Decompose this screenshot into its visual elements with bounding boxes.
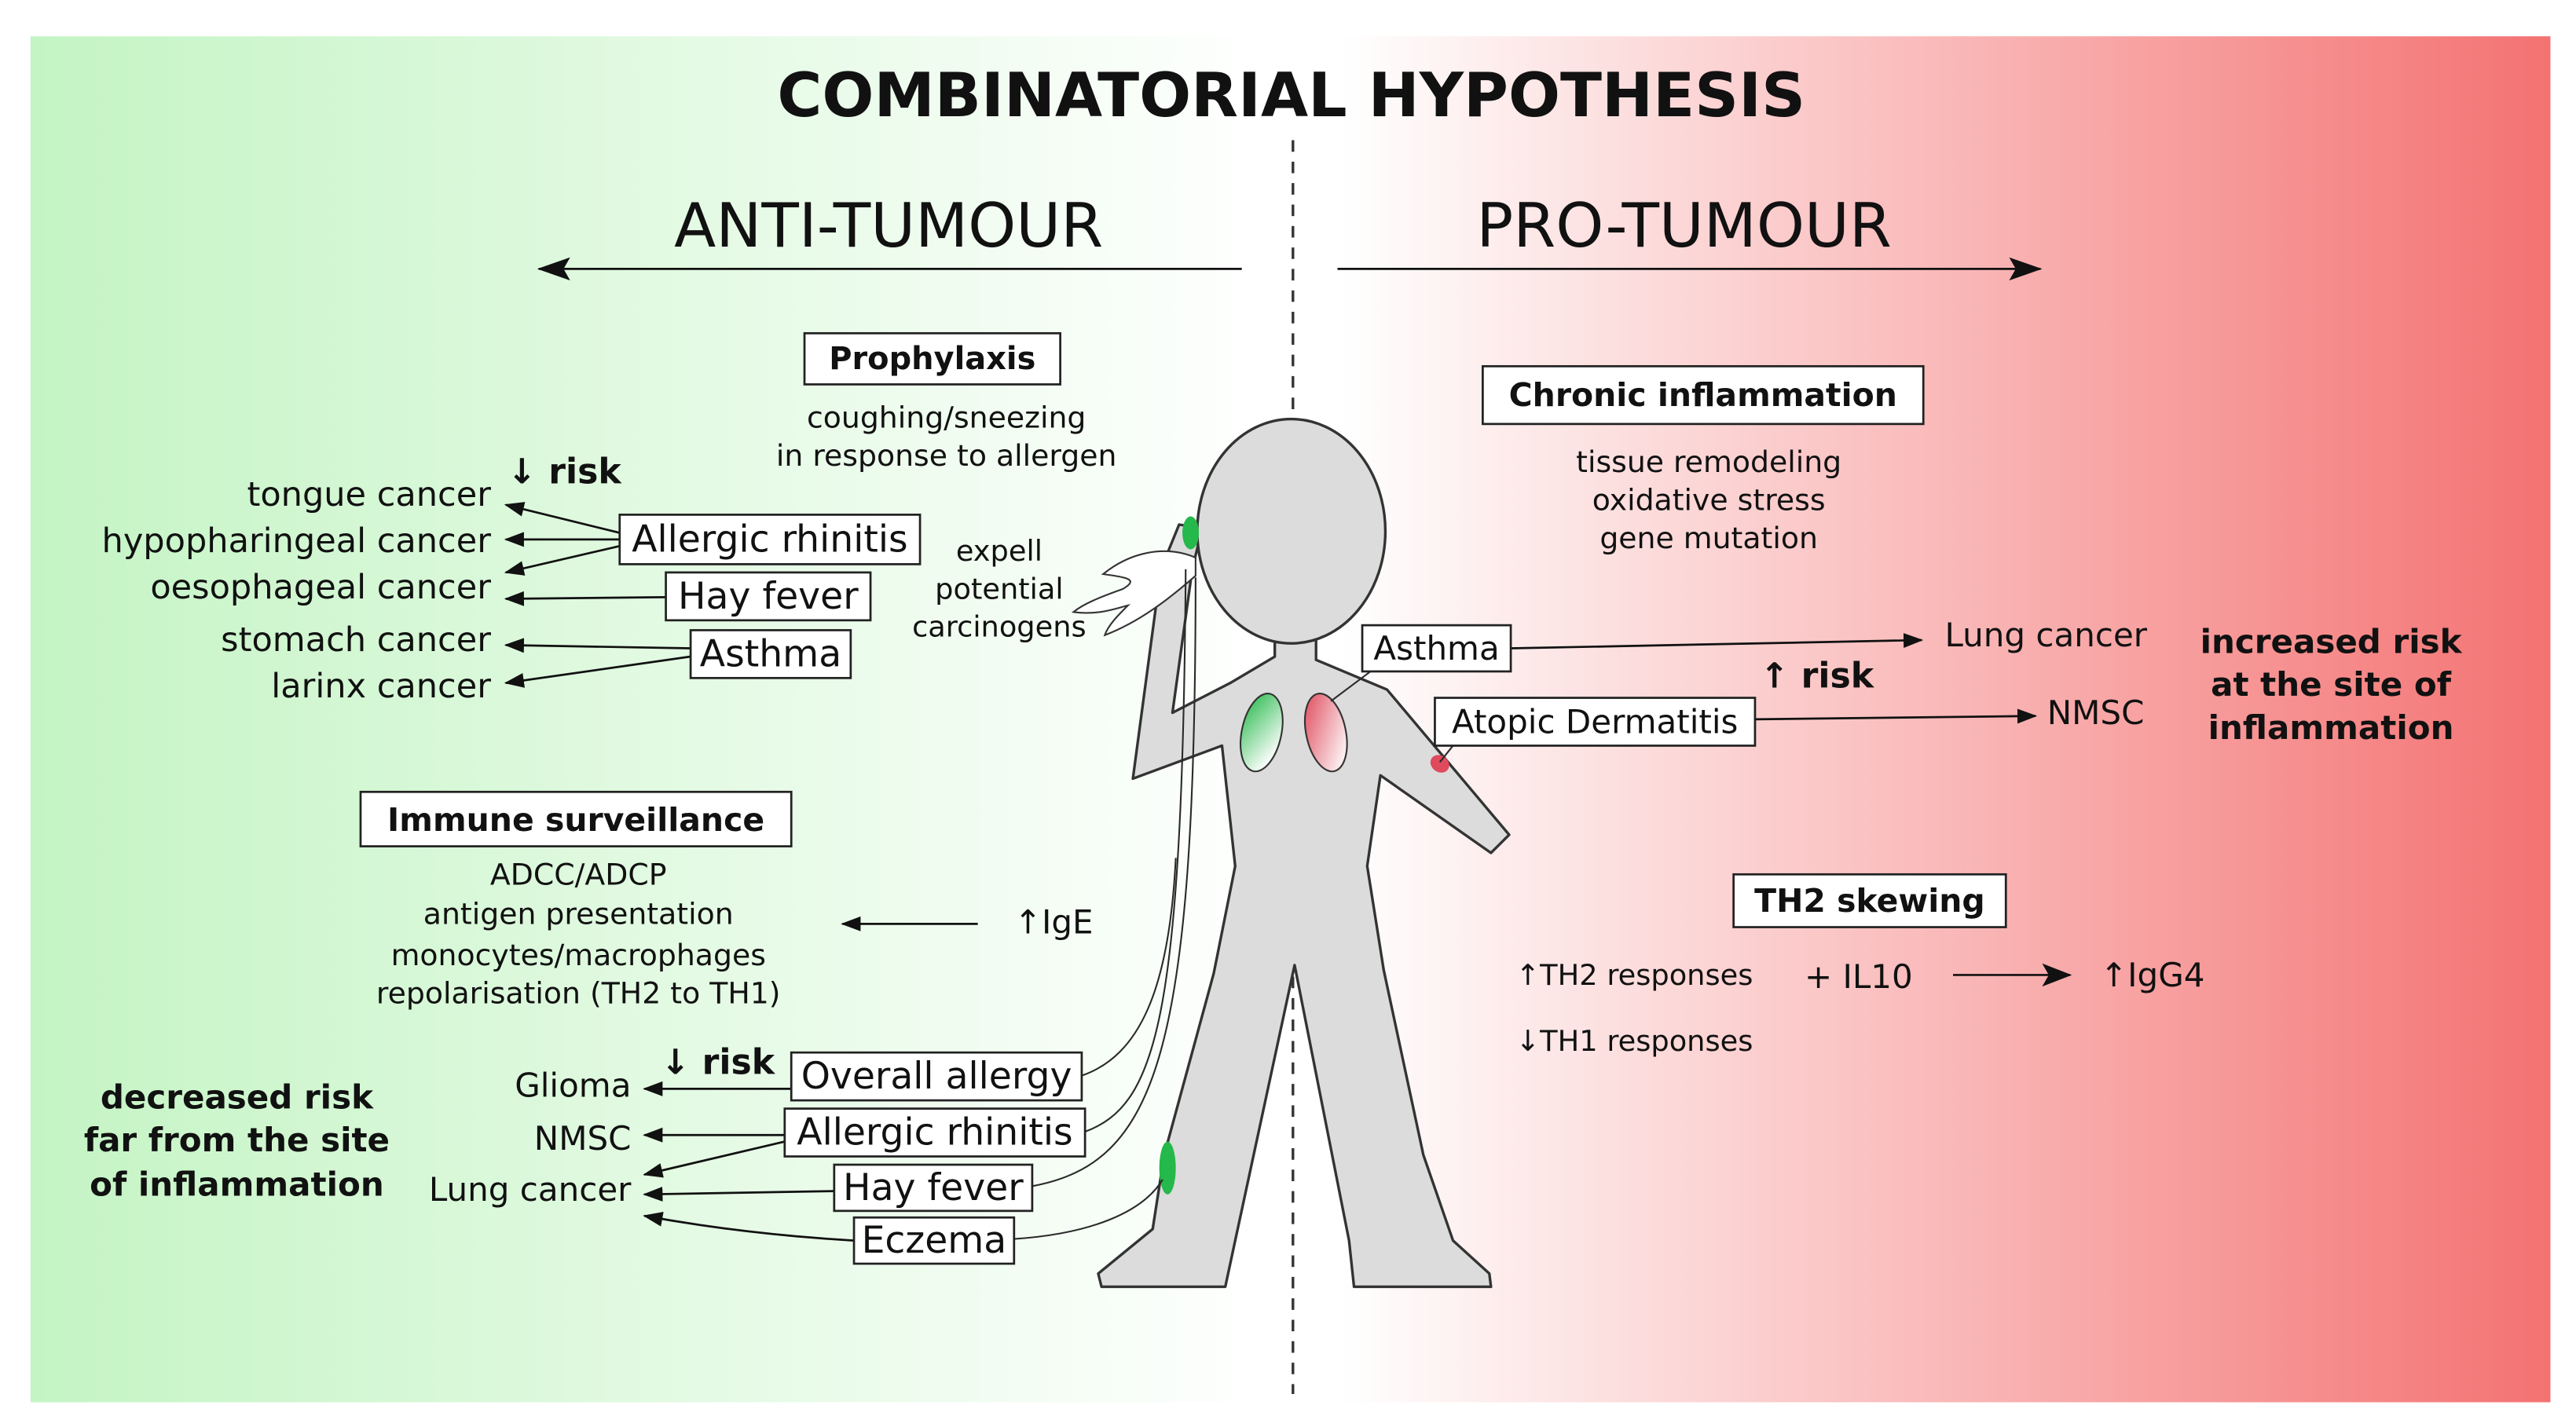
ige-label: ↑IgE — [1014, 903, 1094, 942]
link-hay-fever-to-nose — [1031, 577, 1196, 1187]
th2-skewing-box — [1732, 873, 2007, 928]
inflammation-description-line: gene mutation — [1599, 521, 1818, 555]
condition-label-allergic-rhinitis-lower: Allergic rhinitis — [797, 1111, 1072, 1154]
arrow-rhinitis-to-oesophageal — [504, 544, 621, 576]
prophylaxis-label: Prophylaxis — [829, 341, 1035, 377]
condition-box-eczema — [852, 1216, 1016, 1265]
cancer-label-larinx: larinx cancer — [271, 667, 491, 706]
prophylaxis-description-line: coughing/sneezing — [807, 400, 1086, 434]
inflammation-description-line: tissue remodeling — [1576, 445, 1841, 479]
mechanism-line: expell — [956, 534, 1042, 568]
increased-risk-summary-line: at the site of — [2211, 665, 2452, 704]
arrow-asthma-to-larinx — [504, 655, 691, 688]
immune-description-line: monocytes/macrophages — [391, 938, 766, 972]
condition-label-hay-fever: Hay fever — [678, 575, 859, 618]
anti-tumour-heading: ANTI-TUMOUR — [674, 191, 1103, 262]
cancer-label-glioma: Glioma — [515, 1067, 631, 1105]
condition-box-hay-fever-lower — [833, 1163, 1034, 1213]
link-allergic-rhinitis-to-nose — [1084, 569, 1187, 1132]
decreased-risk-summary-line: decreased risk — [101, 1078, 374, 1116]
increased-risk-summary-line: increased risk — [2200, 623, 2463, 661]
condition-box-overall-allergy — [790, 1051, 1083, 1102]
mechanism-line: potential — [935, 572, 1063, 606]
condition-box-allergic-rhinitis — [618, 514, 922, 565]
condition-box-atopic-dermatitis — [1434, 697, 1757, 747]
immune-surveillance-box — [359, 790, 793, 847]
inflammation-description-line: oxidative stress — [1592, 482, 1826, 517]
sneeze-expulsion-shape — [1071, 550, 1196, 637]
nose-allergy-site-marker — [1182, 516, 1200, 550]
cancer-label-stomach: stomach cancer — [221, 620, 491, 660]
immune-surveillance-label: Immune surveillance — [387, 801, 764, 839]
cancer-label-tongue: tongue cancer — [247, 475, 491, 514]
chronic-inflammation-box — [1482, 364, 1925, 426]
pro-risk-label: ↑ risk — [1760, 657, 1874, 697]
diagram-title: COMBINATORIAL HYPOTHESIS — [777, 60, 1805, 131]
link-lung-to-asthma — [1330, 671, 1372, 702]
condition-box-asthma-pro — [1361, 624, 1512, 673]
arrow-hay-fever-to-oesophageal — [504, 591, 666, 606]
cancer-label-nmsc-pro: NMSC — [2047, 693, 2145, 732]
arm-inflammation-site-marker — [1430, 755, 1449, 773]
condition-box-allergic-rhinitis-lower — [783, 1107, 1086, 1158]
condition-label-hay-fever-lower: Hay fever — [843, 1166, 1024, 1209]
th2-skewing-label: TH2 skewing — [1754, 882, 1985, 920]
decreased-risk-summary-line: of inflammation — [90, 1165, 384, 1204]
prophylaxis-description-line: in response to allergen — [776, 438, 1117, 473]
arrow-hay-fever-to-lung-cancer — [643, 1186, 834, 1202]
condition-label-asthma: Asthma — [700, 632, 841, 675]
immune-description-line: antigen presentation — [423, 897, 734, 931]
il10-label: + IL10 — [1805, 957, 1913, 996]
condition-box-hay-fever — [665, 571, 872, 622]
arrow-rhinitis-to-lung-cancer — [643, 1140, 786, 1178]
link-overall-allergy-to-body — [1081, 858, 1177, 1077]
arrow-eczema-to-lung-cancer — [643, 1211, 855, 1242]
condition-label-allergic-rhinitis: Allergic rhinitis — [632, 518, 907, 561]
mechanism-line: carcinogens — [912, 610, 1086, 644]
person-figure-head — [1196, 417, 1387, 645]
immune-description-line: ADCC/ADCP — [490, 857, 667, 891]
lung-left-allergy — [1240, 693, 1284, 773]
pro-tumour-heading: PRO-TUMOUR — [1476, 191, 1892, 262]
arrow-atopic-dermatitis-to-nmsc — [1754, 708, 2038, 724]
decreased-risk-summary-line: far from the site — [84, 1121, 390, 1159]
immune-description-line: repolarisation (TH2 to TH1) — [376, 976, 781, 1011]
condition-label-eczema: Eczema — [862, 1219, 1007, 1262]
cancer-label-oesophageal: oesophageal cancer — [150, 568, 491, 607]
cancer-label-lung-pro: Lung cancer — [1945, 616, 2148, 654]
arrow-asthma-to-lung-cancer — [1511, 633, 1924, 649]
condition-label-atopic-dermatitis: Atopic Dermatitis — [1452, 703, 1738, 741]
arrow-rhinitis-to-tongue — [504, 502, 621, 534]
prophylaxis-box — [803, 331, 1061, 386]
link-arm-to-atopic-dermatitis — [1438, 745, 1454, 763]
cancer-label-hypopharingeal: hypopharingeal cancer — [102, 521, 492, 561]
condition-box-asthma — [689, 629, 852, 679]
cancer-label-nmsc: NMSC — [534, 1119, 632, 1158]
condition-label-overall-allergy: Overall allergy — [801, 1055, 1072, 1098]
chronic-inflammation-label: Chronic inflammation — [1509, 376, 1897, 414]
condition-label-asthma-pro: Asthma — [1373, 629, 1499, 668]
th2-responses-label: ↑TH2 responses — [1515, 958, 1753, 992]
immune-risk-label: ↓ risk — [661, 1042, 775, 1082]
prophylaxis-risk-label: ↓ risk — [508, 452, 622, 492]
igg4-label: ↑IgG4 — [2100, 956, 2205, 994]
th1-responses-label: ↓TH1 responses — [1515, 1024, 1753, 1058]
arrow-asthma-to-stomach — [504, 638, 691, 653]
link-eczema-to-leg — [1013, 1179, 1163, 1240]
increased-risk-summary-line: inflammation — [2208, 708, 2454, 747]
cancer-label-lung: Lung cancer — [429, 1170, 632, 1209]
leg-allergy-site-marker — [1159, 1141, 1176, 1195]
lung-right-inflammation — [1303, 693, 1348, 773]
